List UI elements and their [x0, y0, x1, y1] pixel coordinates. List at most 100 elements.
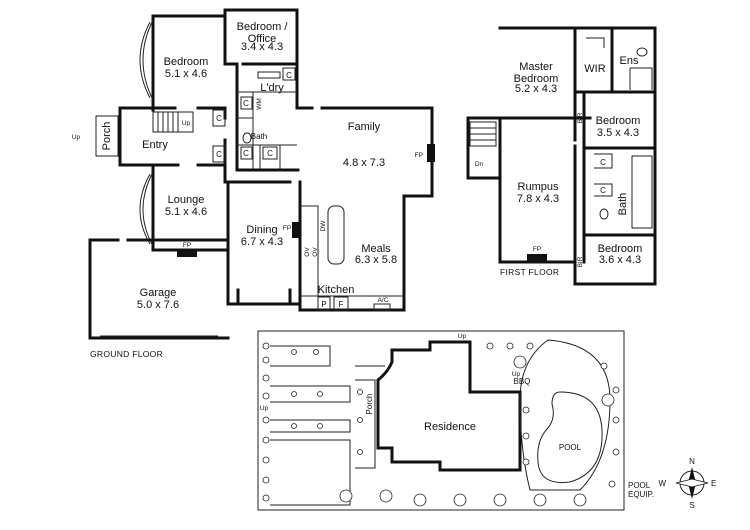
room-size-bed3: 3.6 x 4.3 [599, 254, 641, 266]
room-size-lounge: 5.1 x 4.6 [165, 206, 207, 218]
porch-up-label: Up [72, 134, 81, 141]
site-paths [270, 345, 385, 506]
toilet [242, 132, 252, 144]
kitchen-island [327, 205, 345, 265]
room-size-bedroom-office: 3.4 x 4.3 [241, 41, 283, 53]
oven-label: OV [312, 247, 319, 257]
kitchen-bench [300, 205, 404, 297]
dining-walls [226, 180, 302, 306]
room-name-bath-first: Bath [617, 193, 629, 216]
pool [537, 391, 603, 484]
room-name-wir: WIR [584, 63, 605, 75]
closet-label: C [286, 71, 292, 80]
porch-box [95, 115, 119, 157]
fireplace-label: FP [415, 152, 423, 159]
oven-label: OV [304, 247, 311, 257]
room-size-master: 5.2 x 4.3 [515, 83, 557, 95]
dining-fireplace [292, 222, 300, 238]
compass-n: N [689, 457, 695, 466]
garden-plants [262, 342, 620, 507]
pool-label: POOL [559, 443, 582, 452]
laundry-walls [237, 91, 297, 170]
ensuite-basin [636, 47, 648, 57]
closet-label: C [216, 150, 222, 159]
family-fireplace [427, 144, 435, 162]
first-bath-fixtures [594, 153, 653, 229]
lounge-fireplace [177, 250, 197, 257]
room-name-ens: Ens [620, 55, 639, 67]
room-name-entry: Entry [142, 139, 168, 151]
first-floor-plan [466, 26, 657, 286]
stairs-down-label: Dn [475, 161, 484, 168]
pantry-box [317, 296, 331, 311]
site-boundary [257, 330, 625, 511]
first-toilet [599, 208, 609, 220]
entry-walls [151, 106, 230, 184]
room-name-bed3: Bedroom [598, 243, 643, 255]
room-name-bed2: Bedroom [596, 115, 641, 127]
fireplace-label: FP [283, 225, 291, 232]
bbq-label: BBQ [514, 377, 531, 386]
residence-label: Residence [424, 421, 476, 433]
room-name-bedroom: Bedroom [164, 56, 209, 68]
room-size-bed2: 3.5 x 4.3 [597, 127, 639, 139]
washing-machine-label: WM [256, 98, 263, 110]
stairs-up-label: Up [182, 120, 191, 127]
room-size-rumpus: 7.8 x 4.3 [517, 193, 559, 205]
fridge-label: F [339, 300, 344, 309]
closet-label: C [243, 99, 249, 108]
dishwasher-label: DW [320, 220, 327, 232]
ground-floor-caption: GROUND FLOOR [90, 349, 163, 359]
room-name-family: Family [348, 121, 381, 133]
room-name-garage: Garage [140, 287, 177, 299]
room-name-dining: Dining [246, 224, 277, 236]
room-name-meals: Meals [361, 243, 391, 255]
aircon-label: A/C [378, 297, 389, 304]
garage-walls [88, 238, 230, 340]
residence-outline [376, 340, 522, 472]
ground-floor-labels: Bedroom /Office 3.4 x 4.3 Bedroom 5.1 x … [72, 21, 423, 359]
ensuite-fixtures [586, 37, 653, 90]
room-name-rumpus: Rumpus [518, 181, 559, 193]
bir-label: BIR [577, 256, 584, 267]
fridge-box [333, 296, 349, 311]
first-floor-stairs [469, 121, 497, 147]
site-porch-label: Porch [365, 394, 374, 415]
room-name-bath-ground: Bath [251, 132, 267, 141]
compass-s: S [689, 501, 694, 510]
rumpus-fireplace [527, 254, 547, 261]
fireplace-label: FP [533, 246, 541, 253]
site-up-label: Up [458, 333, 467, 340]
room-size-bedroom: 5.1 x 4.6 [165, 68, 207, 80]
closet-label: C [267, 149, 273, 158]
compass-cross [675, 478, 709, 488]
pool-deck [519, 339, 611, 491]
room-size-meals: 6.3 x 5.8 [355, 254, 397, 266]
site-plan [257, 330, 625, 511]
room-name-laundry: L'dry [260, 82, 284, 94]
ground-floor-plan [88, 8, 435, 340]
first-floor-outline [466, 26, 657, 286]
aircon-box [373, 303, 391, 311]
fireplace-label: FP [183, 242, 191, 249]
room-size-dining: 6.7 x 4.3 [241, 236, 283, 248]
room-size-family: 4.8 x 7.3 [343, 157, 385, 169]
bedroom-bay [139, 19, 154, 101]
office-walls [223, 8, 300, 172]
lounge-bay [139, 171, 154, 247]
entry-stairs [152, 111, 194, 133]
compass-w: W [658, 479, 666, 488]
room-name-porch: Porch [101, 122, 113, 151]
room-name-kitchen: Kitchen [318, 284, 355, 296]
room-name-bedroom-office: Bedroom /Office [237, 21, 289, 45]
room-size-garage: 5.0 x 7.6 [137, 299, 179, 311]
first-floor-caption: FIRST FLOOR [500, 267, 559, 277]
room-name-lounge: Lounge [168, 194, 205, 206]
closet-label: C [600, 186, 606, 195]
site-up-label: Up [260, 405, 269, 412]
